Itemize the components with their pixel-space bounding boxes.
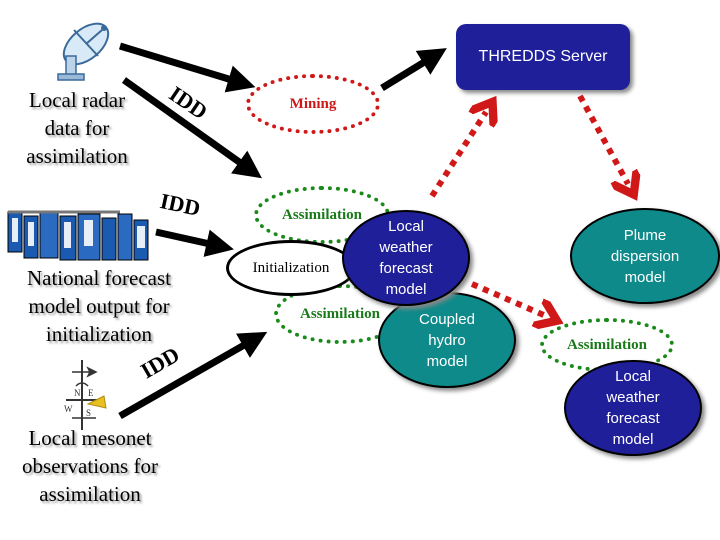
local-weather-model-node: Local weather forecast model [342, 210, 470, 306]
supercomputer-icon [7, 210, 149, 261]
national-source-label: National forecast model output for initi… [26, 266, 172, 346]
plume-dispersion-model-node: Plume dispersion model [570, 208, 720, 304]
local-weather-model-2-node: Local weather forecast model [564, 360, 702, 456]
arrow-radar-to-mining [118, 42, 256, 93]
coupled-hydro-model-node: Coupled hydro model [378, 292, 516, 388]
flow-model-to-assimilation [470, 281, 546, 316]
svg-text:S: S [86, 408, 91, 418]
flow-thredds-to-plume [577, 94, 628, 184]
initialization-node: Initialization [226, 240, 356, 296]
svg-text:W: W [64, 404, 73, 414]
mining-node: Mining [246, 74, 380, 134]
arrow-radar-to-assimilation [121, 77, 262, 179]
weathervane-icon: N E W S [64, 360, 107, 430]
arrow-national-to-initialization [155, 228, 234, 257]
arrow-mining-to-thredds [380, 48, 447, 91]
svg-text:E: E [88, 388, 94, 398]
flow-model-to-thredds [429, 112, 486, 198]
mesonet-source-label: Local mesonet observations for assimilat… [22, 426, 158, 506]
thredds-server-box: THREDDS Server [456, 24, 630, 90]
radar-source-label: Local radar data for assimilation [26, 88, 128, 168]
svg-text:N: N [74, 388, 81, 398]
arrow-mesonet-to-assimilation [118, 331, 268, 420]
satellite-dish-icon [57, 22, 110, 81]
